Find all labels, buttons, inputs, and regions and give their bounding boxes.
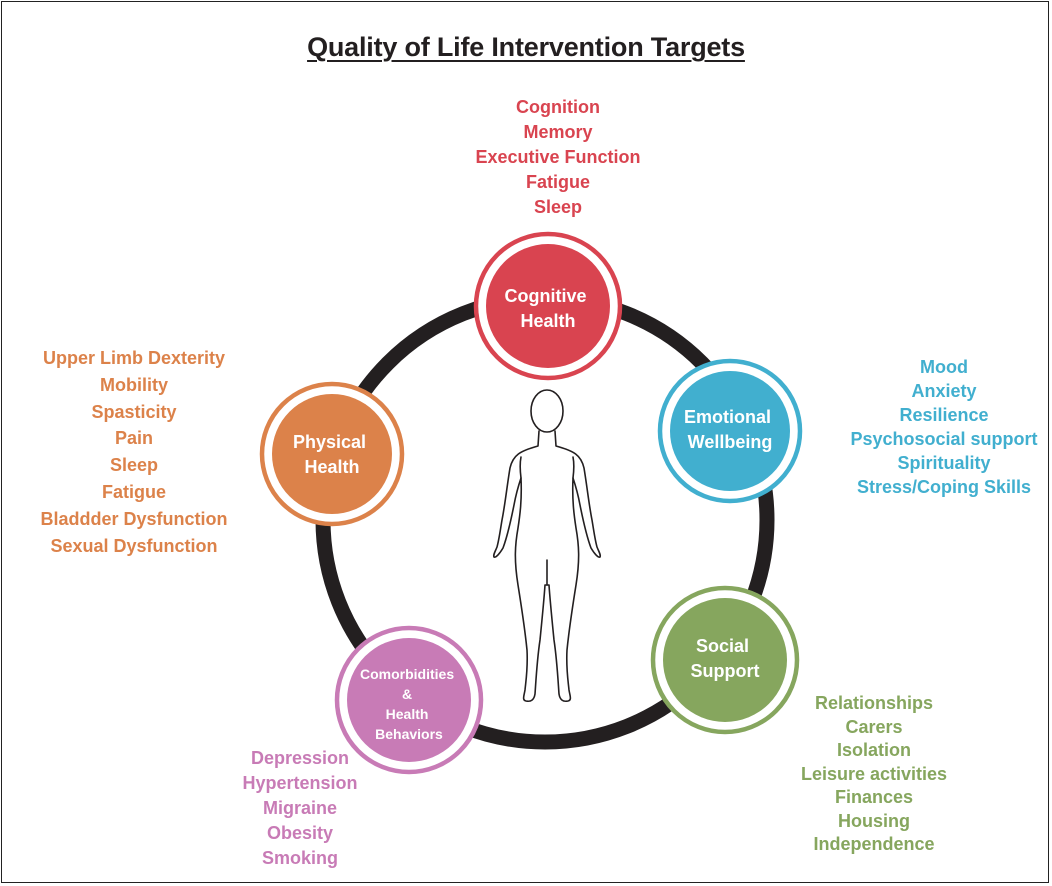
social-items-list: Relationships Carers Isolation Leisure a… [788, 692, 960, 857]
list-item: Isolation [836, 740, 911, 760]
list-item: Independence [813, 834, 935, 854]
comorbidities-items-list: Depression Hypertension Migraine Obesity… [226, 746, 374, 871]
list-item: Upper Limb Dexterity [42, 348, 226, 368]
list-item: Spasticity [91, 401, 177, 422]
node-physical-health: Physical Health [259, 381, 405, 527]
list-item: Memory [523, 122, 593, 142]
node-comorbidities-label-line: Behaviors [375, 726, 443, 742]
physical-items-list: Upper Limb Dexterity Mobility Spasticity… [18, 345, 250, 559]
list-item: Mood [920, 357, 968, 377]
node-cognitive-label-line: Health [520, 311, 575, 331]
diagram-title: Quality of Life Intervention Targets [307, 32, 745, 62]
node-social-label-line: Support [691, 661, 760, 681]
svg-text:Cognitive Health: Cognitive Health [504, 286, 591, 331]
list-item: Resilience [899, 405, 989, 425]
node-comorbidities-label-line: Comorbidities [360, 666, 454, 682]
list-item: Migraine [262, 798, 337, 818]
list-item: Sleep [533, 197, 583, 217]
node-emotional-wellbeing: Emotional Wellbeing [657, 358, 803, 504]
node-social-label-line: Social [696, 636, 749, 656]
list-item: Executive Function [475, 147, 641, 167]
node-cognitive-label-line: Cognitive [504, 286, 586, 306]
list-item: Sleep [109, 455, 159, 476]
list-item: Spirituality [897, 453, 991, 473]
node-social-support: Social Support [650, 585, 800, 735]
svg-text:Emotional Wellbeing: Emotional Wellbeing [684, 407, 776, 452]
list-item: Smoking [261, 848, 338, 868]
list-item: Obesity [266, 823, 334, 843]
list-item: Stress/Coping Skills [856, 477, 1032, 497]
list-item: Hypertension [242, 773, 358, 793]
list-item: Fatigue [101, 481, 166, 502]
list-item: Pain [114, 428, 153, 449]
list-item: Carers [845, 716, 903, 737]
node-cognitive-health: Cognitive Health [473, 231, 623, 381]
list-item: Psychosocial support [850, 429, 1038, 449]
list-item: Sexual Dysfunction [50, 535, 218, 556]
svg-text:Comorbidities & He: Comorbidities & Health Behaviors [360, 666, 458, 742]
list-item: Bladdder Dysfunction [40, 508, 228, 529]
node-comorbidities: Comorbidities & Health Behaviors [334, 625, 484, 775]
list-item: Anxiety [911, 381, 977, 401]
node-comorbidities-label-line: Health [386, 706, 429, 722]
svg-text:Social Support: Social Support [691, 636, 760, 681]
list-item: Relationships [814, 693, 934, 713]
list-item: Finances [834, 787, 914, 807]
node-physical-label-line: Health [304, 457, 359, 477]
svg-text:Physical Health: Physical Health [293, 432, 371, 477]
cognitive-items-list: Cognition Memory Executive Function Fati… [456, 95, 660, 220]
node-emotional-label-line: Wellbeing [688, 432, 773, 452]
emotional-items-list: Mood Anxiety Resilience Psychosocial sup… [838, 355, 1050, 499]
node-physical-label-line: Physical [293, 432, 366, 452]
list-item: Leisure activities [800, 763, 948, 784]
list-item: Cognition [516, 97, 600, 117]
node-comorbidities-label-line: & [402, 686, 412, 702]
list-item: Mobility [100, 374, 168, 395]
body-outline-icon [492, 389, 602, 703]
list-item: Depression [250, 748, 350, 768]
node-emotional-label-line: Emotional [684, 407, 771, 427]
list-item: Housing [838, 810, 910, 831]
list-item: Fatigue [525, 172, 590, 192]
